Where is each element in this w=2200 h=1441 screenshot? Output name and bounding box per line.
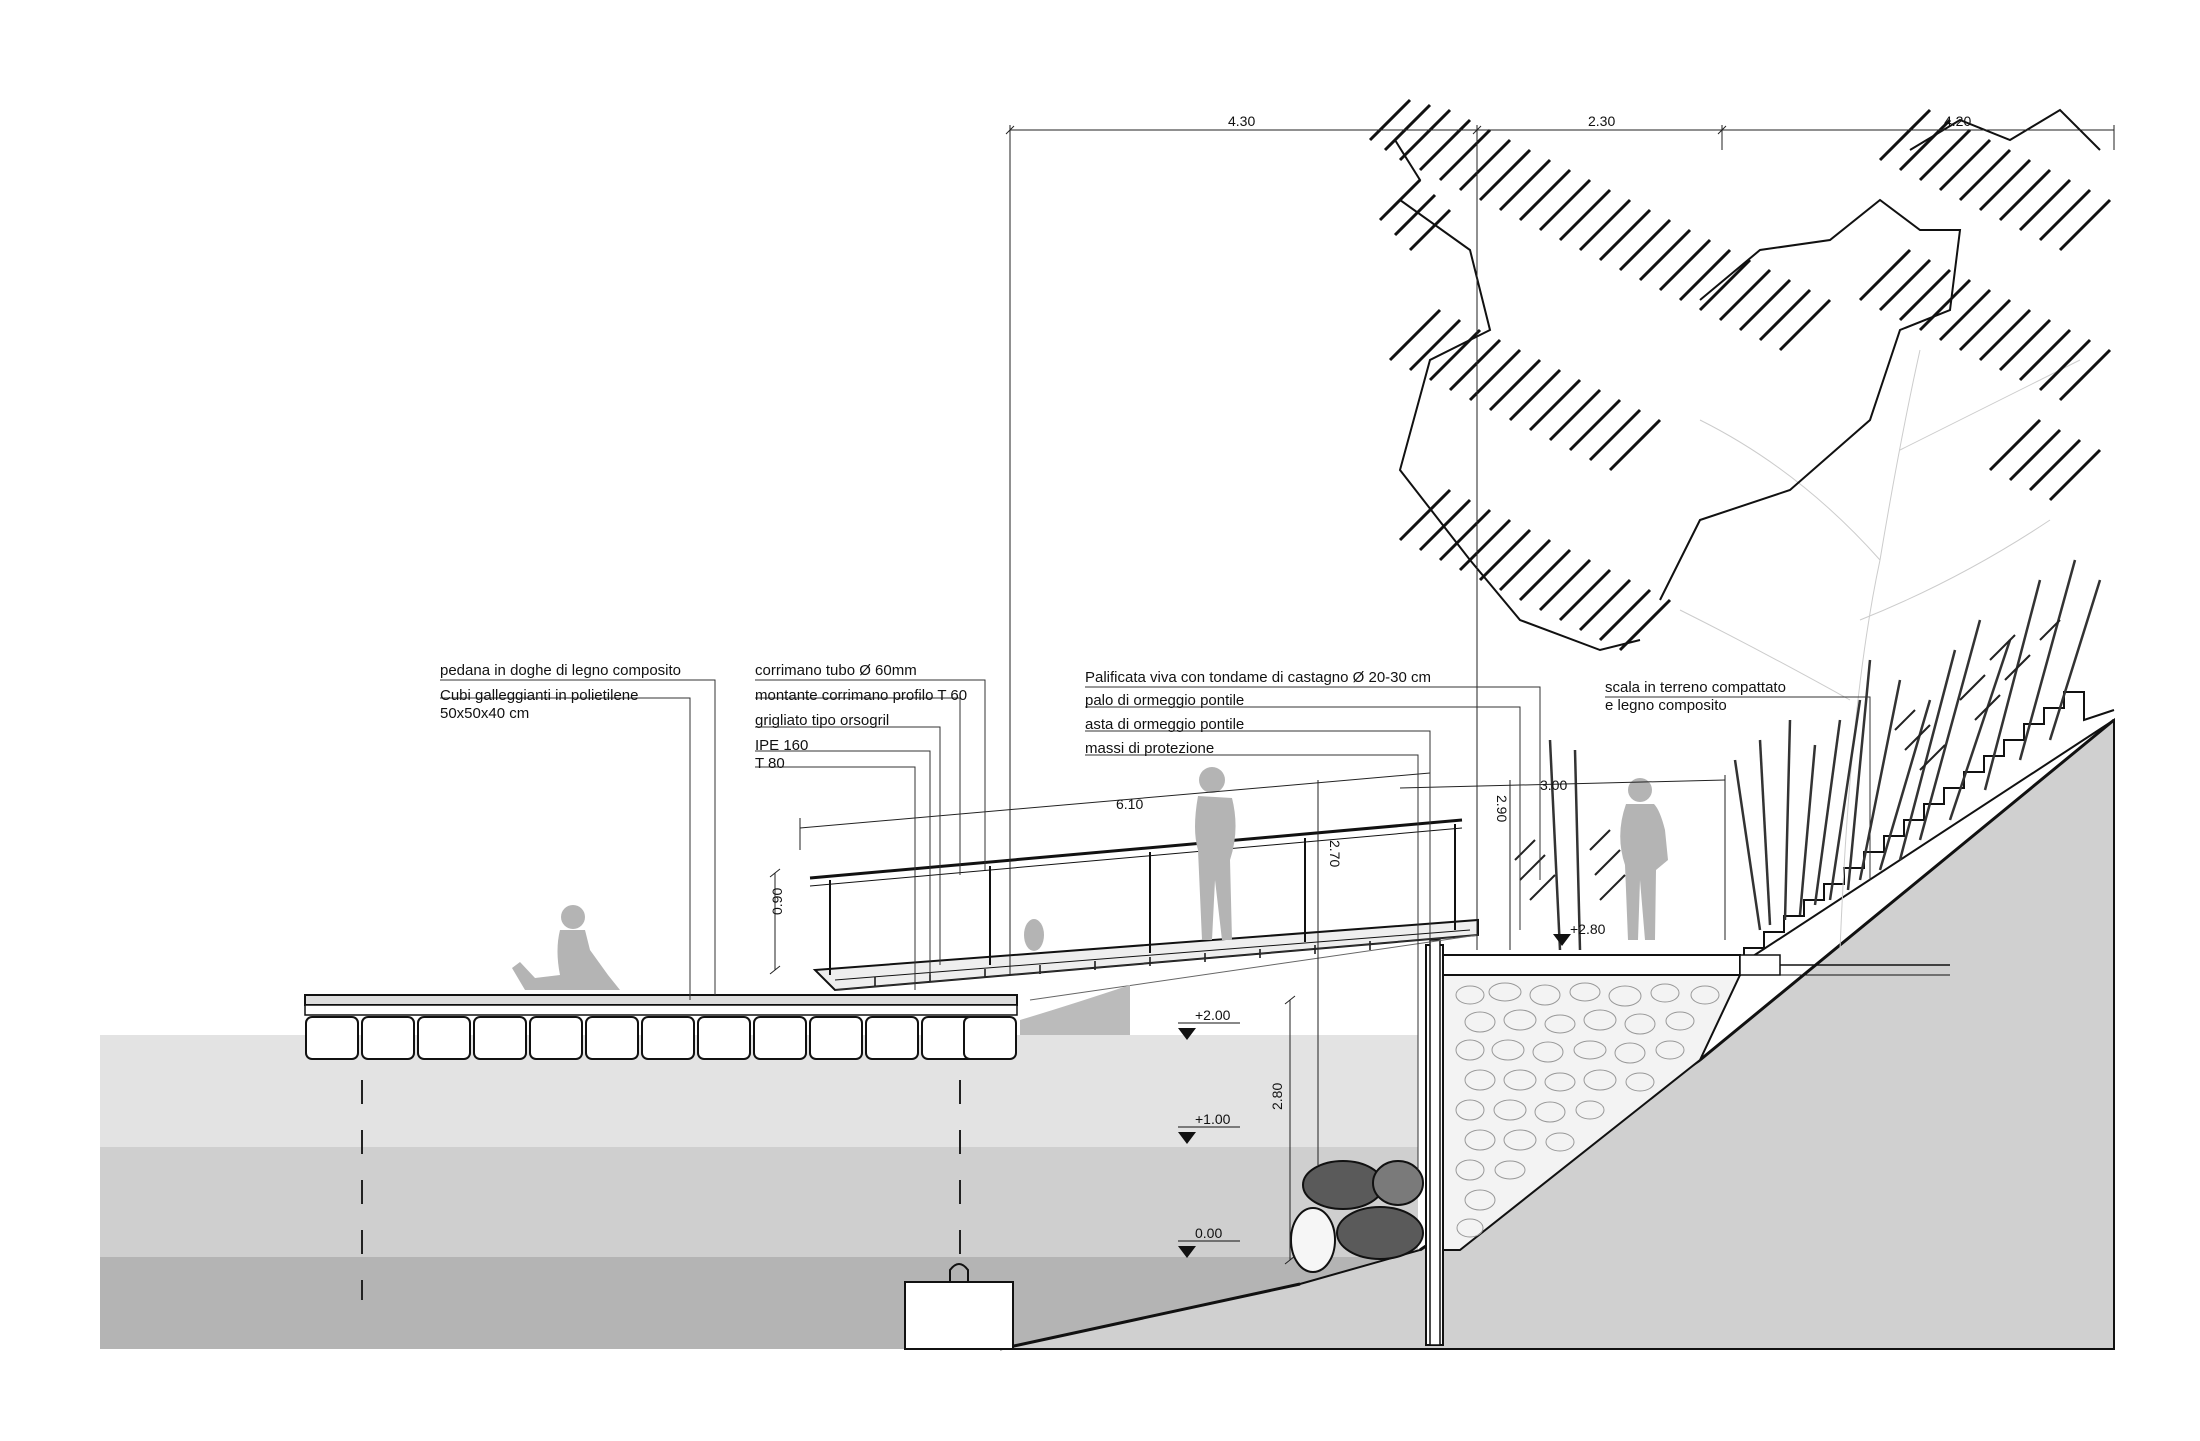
tree-canopy — [1368, 98, 2112, 951]
label-grigliato: grigliato tipo orsogril — [755, 712, 889, 729]
gangway — [809, 818, 1479, 1001]
label-cubi: Cubi galleggianti in polietilene — [440, 687, 638, 704]
mooring-pole — [1429, 939, 1441, 1346]
dimension-text: 4.30 2.30 4.20 6.10 3.00 +2.80 2.70 2.90… — [769, 113, 1971, 1110]
label-massi: massi di protezione — [1085, 740, 1214, 757]
label-montante: montante corrimano profilo T 60 — [755, 687, 967, 704]
anchor-dashes — [361, 1080, 961, 1300]
label-corrimano: corrimano tubo Ø 60mm — [755, 662, 917, 679]
floating-pontoon — [304, 994, 1018, 1060]
label-asta: asta di ormeggio pontile — [1085, 716, 1244, 733]
ramp-shadow — [1020, 985, 1130, 1035]
dim-3-00: 3.00 — [1540, 777, 1567, 793]
dim-4-30: 4.30 — [1228, 113, 1255, 129]
dim-4-20: 4.20 — [1944, 113, 1971, 129]
bamboo-vegetation — [1548, 559, 2102, 951]
dim-plus-2-80: +2.80 — [1570, 921, 1606, 937]
label-palo: palo di ormeggio pontile — [1085, 692, 1244, 709]
dim-6-10: 6.10 — [1116, 796, 1143, 812]
level-text: +2.00 +1.00 0.00 — [1195, 1007, 1231, 1241]
dim-0-90: 0.90 — [769, 888, 785, 915]
dimension-lines — [769, 125, 2115, 1265]
label-palificata: Palificata viva con tondame di castagno … — [1085, 669, 1431, 686]
stairs — [1743, 691, 2115, 963]
level-markers — [1178, 934, 1571, 1258]
dim-2-80: 2.80 — [1269, 1083, 1285, 1110]
dim-2-30: 2.30 — [1588, 113, 1615, 129]
person-lying-under-ramp — [1024, 919, 1044, 951]
anchor-block — [904, 1263, 1014, 1350]
person-standing-ramp — [1195, 767, 1236, 940]
annotations: pedana in doghe di legno composito Cubi … — [440, 662, 1786, 772]
label-ipe: IPE 160 — [755, 737, 808, 754]
label-scala-2: e legno composito — [1605, 697, 1727, 714]
shrub-hatch — [1514, 619, 2061, 901]
handrail-posts — [829, 824, 1456, 975]
level-0-00: 0.00 — [1195, 1225, 1222, 1241]
label-scala: scala in terreno compattato — [1605, 679, 1786, 696]
person-sitting — [512, 905, 620, 990]
level-plus-2-00: +2.00 — [1195, 1007, 1231, 1023]
label-pedana: pedana in doghe di legno composito — [440, 662, 681, 679]
dim-2-90: 2.90 — [1494, 795, 1510, 822]
label-t80: T 80 — [755, 755, 785, 772]
protection-boulders — [1290, 1160, 1424, 1273]
floating-cubes — [305, 1016, 1017, 1060]
leader-lines — [440, 679, 1871, 1170]
person-standing-bank — [1620, 778, 1668, 940]
label-cubi-size: 50x50x40 cm — [440, 705, 529, 722]
level-plus-1-00: +1.00 — [1195, 1111, 1231, 1127]
dim-2-70: 2.70 — [1327, 840, 1343, 867]
